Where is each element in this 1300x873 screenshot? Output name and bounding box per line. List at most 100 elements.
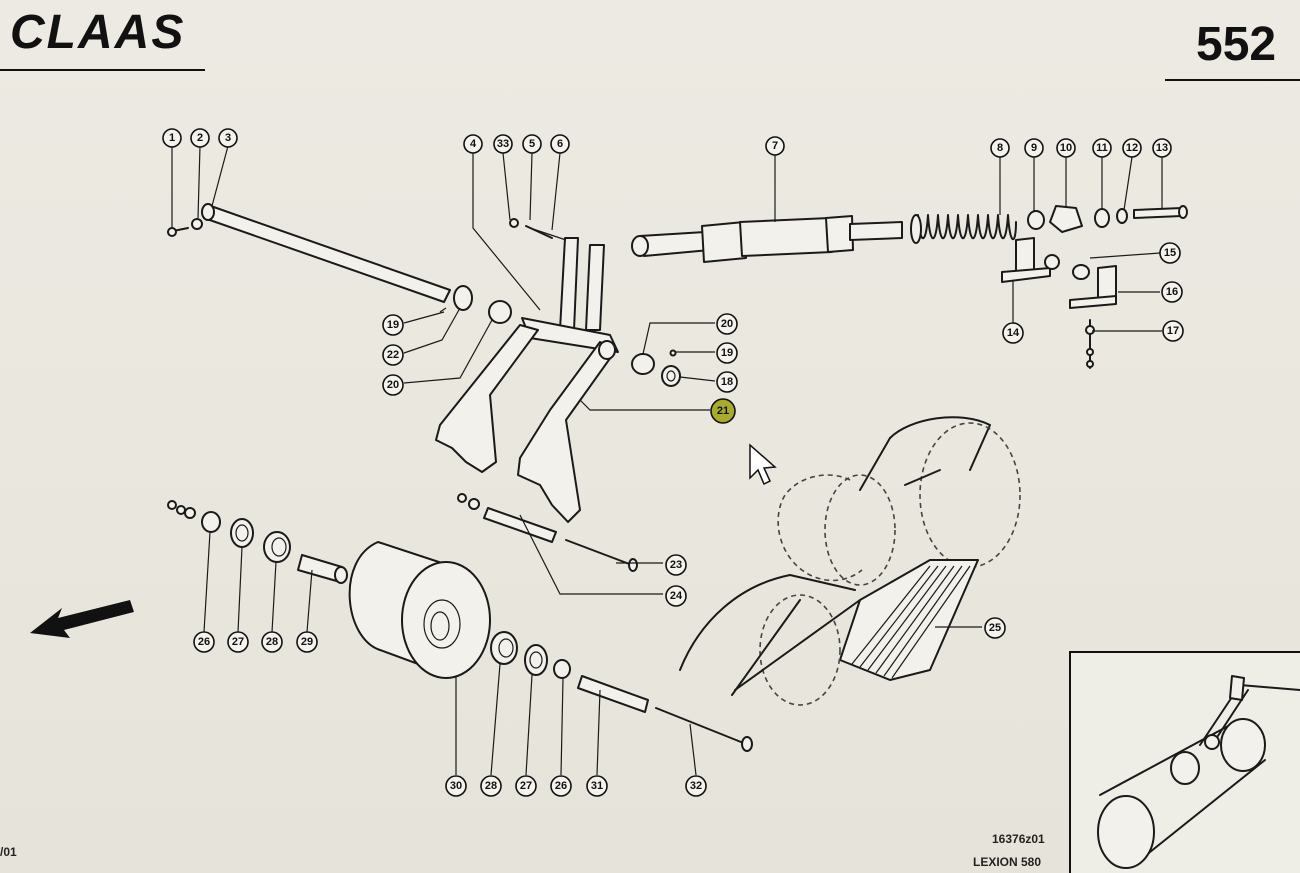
mouse-cursor-icon <box>749 443 777 486</box>
overview-inset <box>1069 651 1300 873</box>
callout-2: 2 <box>190 128 210 148</box>
svg-text:11: 11 <box>1096 142 1108 154</box>
rocker-arm-assembly <box>435 218 619 523</box>
svg-text:20: 20 <box>721 318 733 330</box>
svg-text:28: 28 <box>266 636 278 648</box>
callout-29: 29 <box>296 631 318 653</box>
svg-text:28: 28 <box>485 780 497 792</box>
svg-text:18: 18 <box>721 376 733 388</box>
callout-22: 22 <box>382 344 404 366</box>
callout-15: 15 <box>1159 242 1181 264</box>
svg-text:29: 29 <box>301 636 313 648</box>
callout-8: 8 <box>990 138 1010 158</box>
callout-9: 9 <box>1024 138 1044 158</box>
callout-13: 13 <box>1152 138 1172 158</box>
svg-text:24: 24 <box>670 590 683 602</box>
svg-text:19: 19 <box>387 319 399 331</box>
svg-text:10: 10 <box>1060 142 1072 154</box>
svg-text:25: 25 <box>989 622 1001 634</box>
callout-14: 14 <box>1002 322 1024 344</box>
svg-text:16: 16 <box>1166 286 1178 298</box>
model-name: LEXION 580 <box>973 855 1041 869</box>
callout-17: 17 <box>1162 320 1184 342</box>
svg-text:17: 17 <box>1167 325 1179 337</box>
callout-11: 11 <box>1092 138 1112 158</box>
svg-text:31: 31 <box>591 780 603 792</box>
callout-31: 31 <box>586 775 608 797</box>
brand-logo-text: CLAAS <box>10 6 185 59</box>
svg-text:12: 12 <box>1126 142 1138 154</box>
bushing-set <box>631 349 681 387</box>
callout-23: 23 <box>665 554 687 576</box>
callout-3: 3 <box>218 128 238 148</box>
callout-25: 25 <box>984 617 1006 639</box>
callout-32: 32 <box>685 775 707 797</box>
callout-10: 10 <box>1056 138 1076 158</box>
callout-33: 33 <box>493 134 513 154</box>
callout-20-left: 20 <box>382 374 404 396</box>
svg-text:4: 4 <box>470 138 477 150</box>
callout-16: 16 <box>1161 281 1183 303</box>
spring-hardware <box>1027 205 1188 233</box>
callout-5: 5 <box>522 134 542 154</box>
callout-20-right: 20 <box>716 313 738 335</box>
svg-text:5: 5 <box>529 138 535 150</box>
callout-19-left: 19 <box>382 314 404 336</box>
svg-text:27: 27 <box>520 780 532 792</box>
pin-set <box>457 493 638 572</box>
svg-text:3: 3 <box>225 132 231 144</box>
brand-logo: CLAAS <box>0 6 205 71</box>
svg-text:2: 2 <box>197 132 203 144</box>
callout-26-left: 26 <box>193 631 215 653</box>
callout-30: 30 <box>445 775 467 797</box>
main-roller <box>348 541 491 679</box>
roller-hardware-left <box>167 500 348 584</box>
svg-text:32: 32 <box>690 780 702 792</box>
roller-hardware-right <box>490 631 753 752</box>
callout-21-highlighted[interactable]: 21 <box>710 398 736 424</box>
callout-19-right: 19 <box>716 342 738 364</box>
tension-rod <box>631 215 903 263</box>
footer-left-fragment: /01 <box>0 845 17 859</box>
page-number: 552 <box>1196 18 1276 71</box>
callout-1: 1 <box>162 128 182 148</box>
callout-4: 4 <box>463 134 483 154</box>
page-number-box: 552 <box>1165 18 1300 81</box>
svg-text:14: 14 <box>1007 327 1020 339</box>
svg-text:19: 19 <box>721 347 733 359</box>
svg-text:7: 7 <box>772 140 778 152</box>
svg-text:1: 1 <box>169 132 175 144</box>
leader-lines <box>171 145 1163 776</box>
svg-text:8: 8 <box>997 142 1003 154</box>
svg-text:20: 20 <box>387 379 399 391</box>
svg-text:26: 26 <box>198 636 210 648</box>
svg-text:26: 26 <box>555 780 567 792</box>
callout-6: 6 <box>550 134 570 154</box>
svg-text:23: 23 <box>670 559 682 571</box>
direction-arrow-icon <box>30 600 134 638</box>
callout-7: 7 <box>765 136 785 156</box>
callout-27-left: 27 <box>227 631 249 653</box>
svg-text:21: 21 <box>717 405 729 417</box>
drawing-number: 16376z01 <box>992 832 1045 846</box>
callout-27-right: 27 <box>515 775 537 797</box>
svg-text:6: 6 <box>557 138 563 150</box>
callout-numbers: 1 2 3 4 33 5 6 7 8 9 10 11 12 13 15 16 1… <box>162 128 1184 797</box>
svg-text:9: 9 <box>1031 142 1037 154</box>
callout-26-right: 26 <box>550 775 572 797</box>
svg-text:15: 15 <box>1164 247 1176 259</box>
compression-spring <box>910 214 1017 244</box>
callout-12: 12 <box>1122 138 1142 158</box>
svg-text:30: 30 <box>450 780 462 792</box>
callout-24: 24 <box>665 585 687 607</box>
callout-28-left: 28 <box>261 631 283 653</box>
svg-text:13: 13 <box>1156 142 1168 154</box>
callout-18: 18 <box>716 371 738 393</box>
svg-text:22: 22 <box>387 349 399 361</box>
svg-text:33: 33 <box>497 138 509 150</box>
mounting-brackets <box>1001 237 1117 369</box>
svg-text:27: 27 <box>232 636 244 648</box>
callout-28-right: 28 <box>480 775 502 797</box>
